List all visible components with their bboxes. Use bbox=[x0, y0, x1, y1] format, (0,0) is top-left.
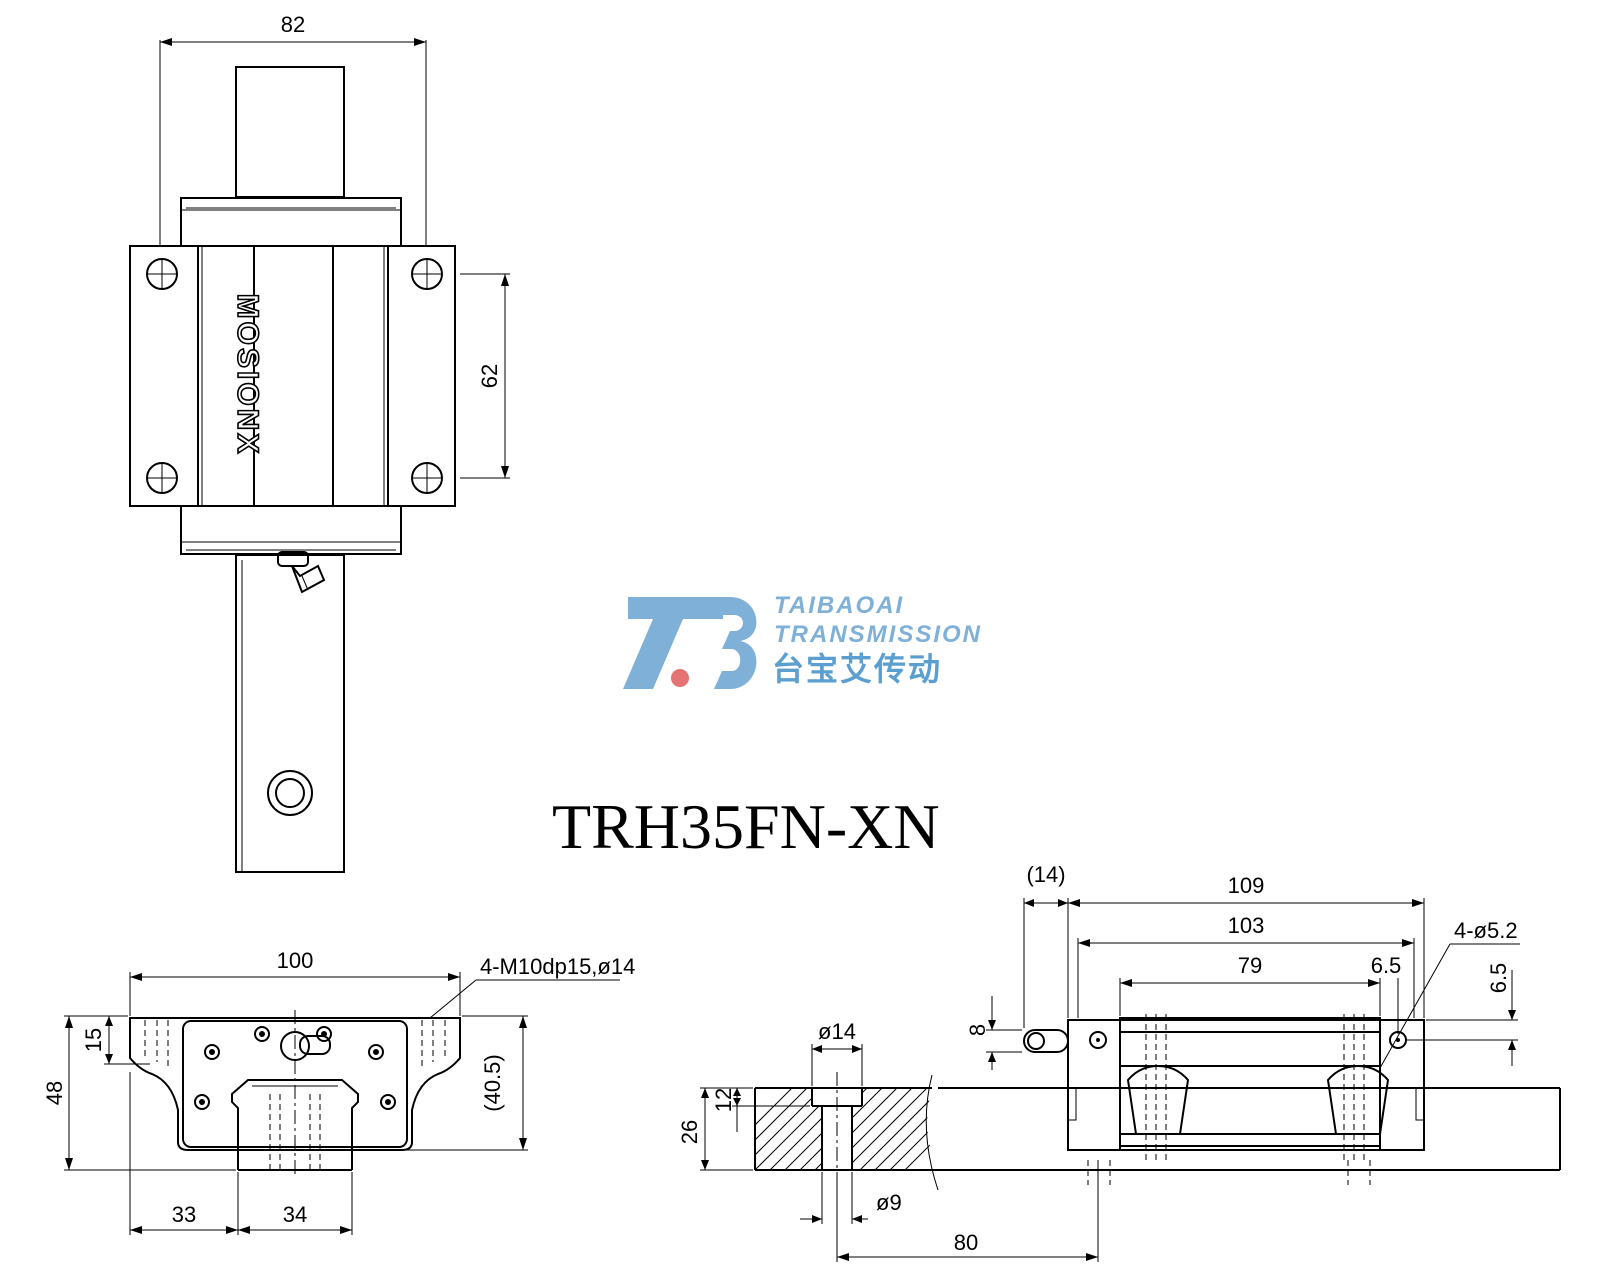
top-view: MOSIONX 82 62 bbox=[129, 12, 510, 873]
dim-front-block-height: (40.5) bbox=[480, 1054, 505, 1111]
side-view: (14) 109 103 79 6.5 4-ø5.2 6.5 bbox=[677, 862, 1561, 1262]
flange-holes bbox=[146, 258, 443, 494]
logo-dot bbox=[671, 669, 689, 687]
dim-side-vertical-edge: 6.5 bbox=[1486, 963, 1511, 994]
break-line bbox=[925, 1074, 939, 1191]
dim-side-edge: 6.5 bbox=[1371, 953, 1402, 978]
brand-mark: MOSIONX bbox=[231, 294, 264, 457]
dim-side-counterbore-depth: 12 bbox=[711, 1088, 736, 1112]
dim-side-nipple-height: 8 bbox=[965, 1024, 990, 1036]
dim-side-hole: ø9 bbox=[876, 1190, 902, 1215]
dim-side-body: 103 bbox=[1228, 913, 1265, 938]
dim-side-counterbore: ø14 bbox=[818, 1019, 856, 1044]
logo-letter-t bbox=[623, 597, 723, 689]
rail-mounting-hole bbox=[267, 770, 313, 816]
dim-side-total: 109 bbox=[1228, 873, 1265, 898]
dim-front-width: 100 bbox=[277, 948, 314, 973]
dim-side-hole-pitch: 79 bbox=[1238, 953, 1262, 978]
dim-top-hole-pitch: 62 bbox=[477, 364, 502, 388]
grease-nipple-side bbox=[1023, 1029, 1069, 1053]
dim-side-nipple: (14) bbox=[1026, 862, 1065, 887]
dim-side-rail-height: 26 bbox=[677, 1120, 702, 1144]
grease-nipple-top bbox=[277, 551, 326, 594]
dim-front-left: 33 bbox=[172, 1202, 196, 1227]
watermark-line1: TAIBAOAI bbox=[774, 592, 904, 619]
grease-nipple-front bbox=[280, 1031, 331, 1061]
watermark: TAIBAOAI TRANSMISSION 台宝艾传动 bbox=[623, 592, 982, 689]
dim-top-width: 82 bbox=[281, 12, 305, 37]
side-retainer-left bbox=[1126, 1064, 1190, 1135]
front-view: 100 4-M10dp15,ø14 48 15 (40.5) 33 34 bbox=[42, 948, 635, 1235]
side-carriage bbox=[1067, 1019, 1425, 1151]
end-seal-bottom bbox=[180, 505, 402, 555]
logo-letter-b bbox=[702, 597, 757, 689]
note-side-holes: 4-ø5.2 bbox=[1454, 918, 1518, 943]
dim-side-hole-spacing: 80 bbox=[954, 1230, 978, 1255]
watermark-line2: TRANSMISSION bbox=[774, 621, 982, 648]
rail-top-segment bbox=[235, 66, 345, 198]
dim-front-top: 15 bbox=[81, 1028, 106, 1052]
carriage-flange bbox=[129, 245, 456, 507]
watermark-line3: 台宝艾传动 bbox=[772, 650, 942, 688]
end-seal-top bbox=[180, 197, 402, 247]
dim-front-rail: 34 bbox=[283, 1202, 307, 1227]
note-front-holes: 4-M10dp15,ø14 bbox=[480, 954, 635, 979]
side-retainer-right bbox=[1326, 1064, 1390, 1135]
rail-section-hatch bbox=[755, 1088, 938, 1170]
dim-front-height: 48 bbox=[42, 1081, 67, 1105]
model-title: TRH35FN-XN bbox=[552, 791, 940, 862]
side-hole-left bbox=[1089, 1031, 1107, 1049]
rail-bottom-segment bbox=[235, 554, 345, 873]
front-screws bbox=[194, 1026, 396, 1110]
